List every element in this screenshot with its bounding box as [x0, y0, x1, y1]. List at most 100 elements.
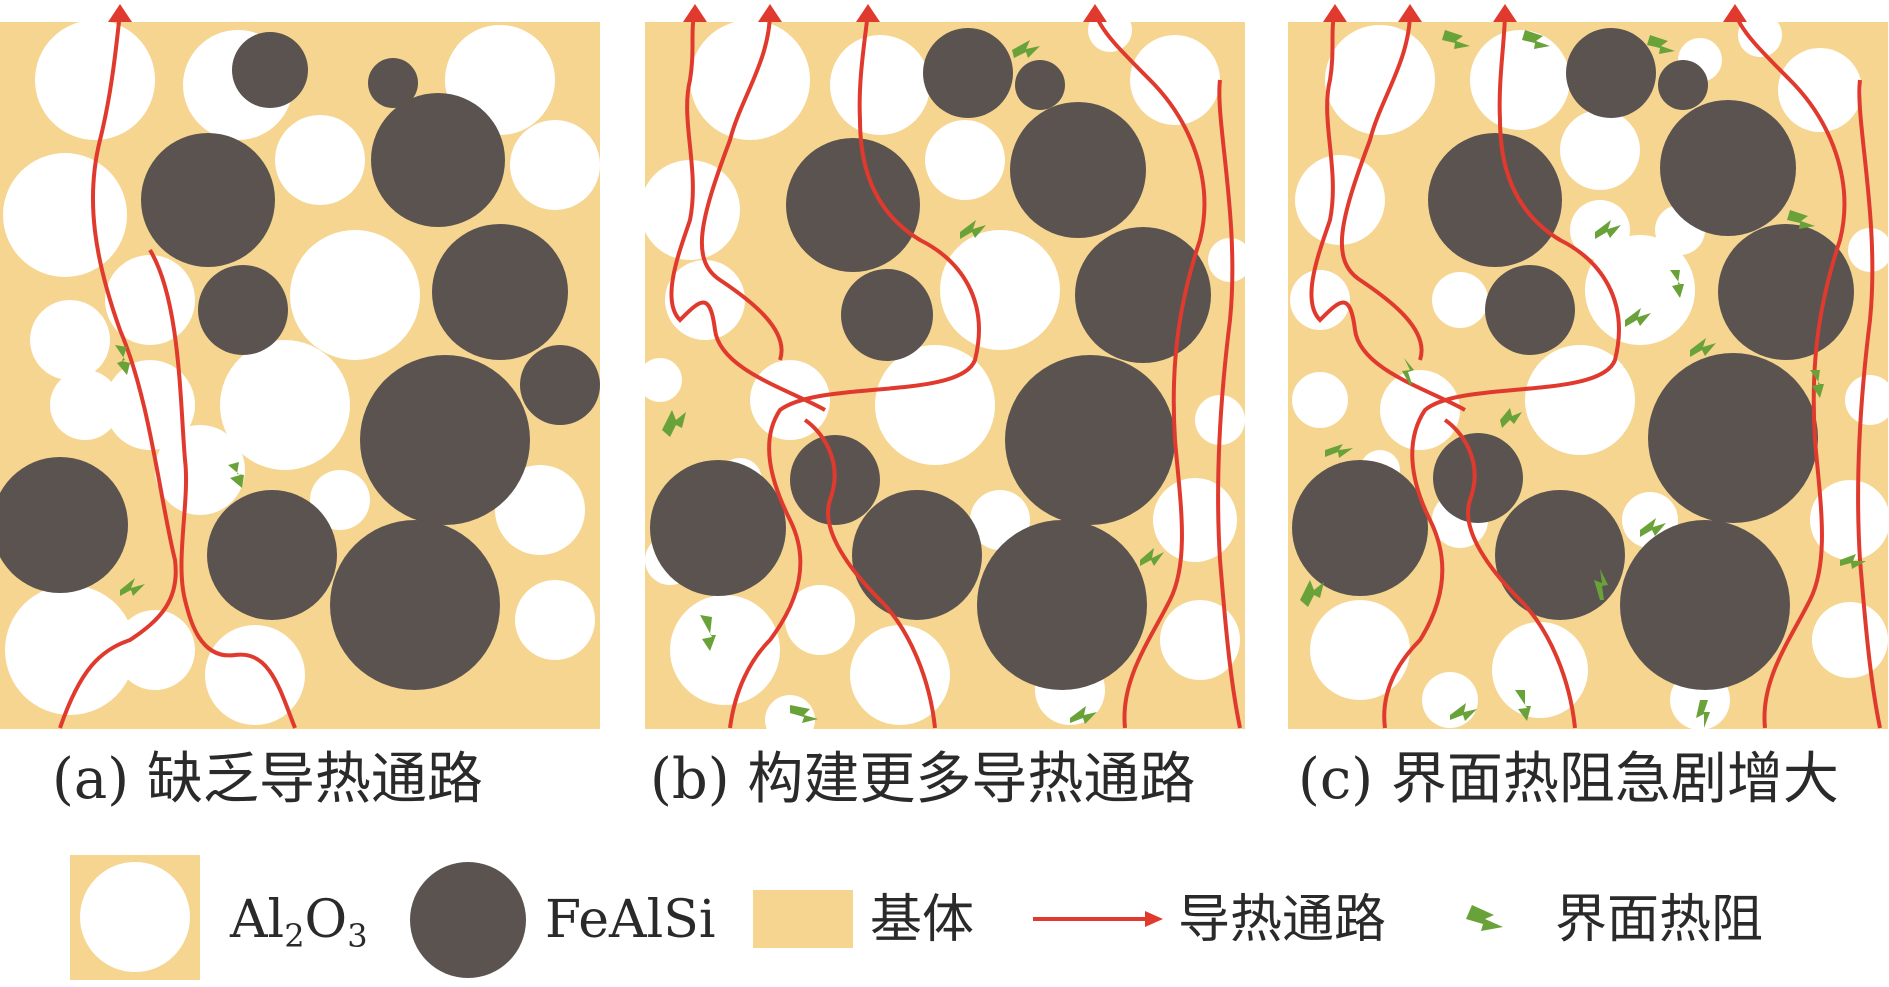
al2o3-particle	[1738, 22, 1782, 57]
thermal-path	[803, 418, 937, 729]
al2o3-particle	[1153, 478, 1237, 562]
caption-panel-c: (c) 界面热阻急剧增大	[1298, 747, 1839, 812]
legend-matrix-swatch	[753, 890, 853, 948]
al2o3-particle	[1778, 48, 1862, 132]
legend-resistance-icon	[1466, 905, 1503, 931]
resistance-arrow	[1594, 569, 1608, 600]
al2o3-particle	[1290, 270, 1350, 330]
al2o3-particle	[785, 585, 855, 655]
fealsi-particle	[1010, 102, 1146, 238]
al2o3-particle	[690, 22, 810, 140]
resistance-arrow	[700, 615, 716, 651]
fealsi-particle	[330, 520, 500, 690]
al2o3-particle	[495, 465, 585, 555]
resistance-arrow	[1595, 220, 1621, 239]
resistance-arrow	[1787, 210, 1815, 229]
al2o3-particle	[515, 580, 595, 660]
al2o3-particle	[875, 345, 995, 465]
legend-al2o3-swatch	[80, 862, 190, 972]
fealsi-particle	[1620, 520, 1790, 690]
al2o3-particle	[750, 360, 830, 440]
al2o3-particle	[115, 610, 195, 690]
resistance-arrow	[228, 462, 244, 488]
resistance-arrow	[1515, 690, 1531, 721]
al2o3-particle	[1432, 272, 1488, 328]
thermal-path	[148, 248, 297, 729]
panel-b-particles	[645, 22, 1245, 729]
al2o3-particle	[1295, 155, 1385, 245]
thermal-path	[728, 11, 981, 729]
resistance-arrow	[1625, 308, 1651, 327]
thermal-path	[1443, 418, 1577, 729]
al2o3-particle	[1560, 110, 1640, 190]
path-arrowhead	[1083, 4, 1107, 22]
thermal-path	[58, 11, 178, 729]
al2o3-particle	[1585, 235, 1695, 345]
fealsi-particle	[977, 520, 1147, 690]
legend-fealsi-swatch	[410, 862, 526, 978]
al2o3-particle	[1160, 600, 1240, 680]
panel-a-particles	[0, 22, 600, 725]
al2o3-particle	[275, 115, 365, 205]
legend-label-fealsi: FeAlSi	[545, 890, 716, 950]
thermal-path	[1309, 11, 1466, 412]
al2o3-particle	[1470, 30, 1570, 130]
fealsi-particle	[1660, 100, 1796, 236]
al2o3-particle	[850, 625, 950, 725]
al2o3-particle	[940, 230, 1060, 350]
al2o3-particle	[670, 595, 780, 705]
path-arrowhead	[856, 4, 880, 22]
fealsi-particle	[232, 32, 308, 108]
resistance-arrow	[1012, 40, 1040, 58]
resistance-arrow	[1690, 338, 1716, 357]
resistance-arrow	[1300, 580, 1324, 607]
panel-a	[0, 4, 600, 729]
caption-panel-a: (a) 缺乏导热通路	[52, 747, 483, 812]
fealsi-particle	[207, 490, 337, 620]
legend-label-path: 导热通路	[1178, 890, 1387, 950]
panel-c-particles	[1290, 22, 1888, 729]
al2o3-sub-2: 2	[284, 917, 305, 955]
thermal-path	[1382, 11, 1621, 729]
fealsi-particle	[1718, 224, 1854, 360]
fealsi-particle	[520, 345, 600, 425]
al2o3-particle	[1810, 480, 1888, 560]
legend-label-matrix: 基体	[870, 890, 975, 950]
resistance-arrow	[1070, 706, 1097, 724]
thermal-path	[1093, 11, 1207, 729]
path-arrowhead	[1493, 4, 1517, 22]
resistance-arrow	[1522, 30, 1550, 49]
fealsi-particle	[786, 138, 920, 272]
al2o3-particle	[30, 300, 110, 380]
fealsi-particle	[1428, 133, 1562, 267]
al2o3-particle	[1380, 370, 1460, 450]
fealsi-particle	[841, 269, 933, 361]
thermal-path	[1856, 79, 1882, 729]
al2o3-particle	[1325, 25, 1435, 135]
al2o3-particle	[1845, 375, 1888, 425]
fealsi-particle	[371, 93, 505, 227]
al2o3-particle	[35, 22, 155, 140]
resistance-arrow	[1140, 548, 1164, 566]
fealsi-particle	[0, 457, 128, 593]
resistance-arrow	[1647, 35, 1675, 54]
resistance-arrow	[1670, 270, 1684, 298]
al2o3-particle	[510, 120, 600, 210]
resistance-arrow	[115, 345, 130, 375]
al2o3-particle	[1848, 228, 1888, 272]
fealsi-particle	[198, 265, 288, 355]
resistance-arrow	[662, 410, 686, 437]
resistance-arrow	[120, 578, 145, 596]
fealsi-particle	[141, 133, 275, 267]
fealsi-particle	[1648, 353, 1818, 523]
fealsi-particle	[1485, 265, 1575, 355]
al2o3-particle	[665, 260, 745, 340]
legend-label-al2o3: Al2O3	[230, 888, 368, 968]
fealsi-particle	[1005, 355, 1175, 525]
fealsi-particle	[852, 490, 982, 620]
fealsi-particle	[1075, 227, 1211, 363]
al2o3-particle	[1310, 600, 1410, 700]
al2o3-particle	[1492, 622, 1588, 718]
al2o3-particle	[1812, 602, 1888, 678]
resistance-arrow	[1640, 518, 1666, 537]
